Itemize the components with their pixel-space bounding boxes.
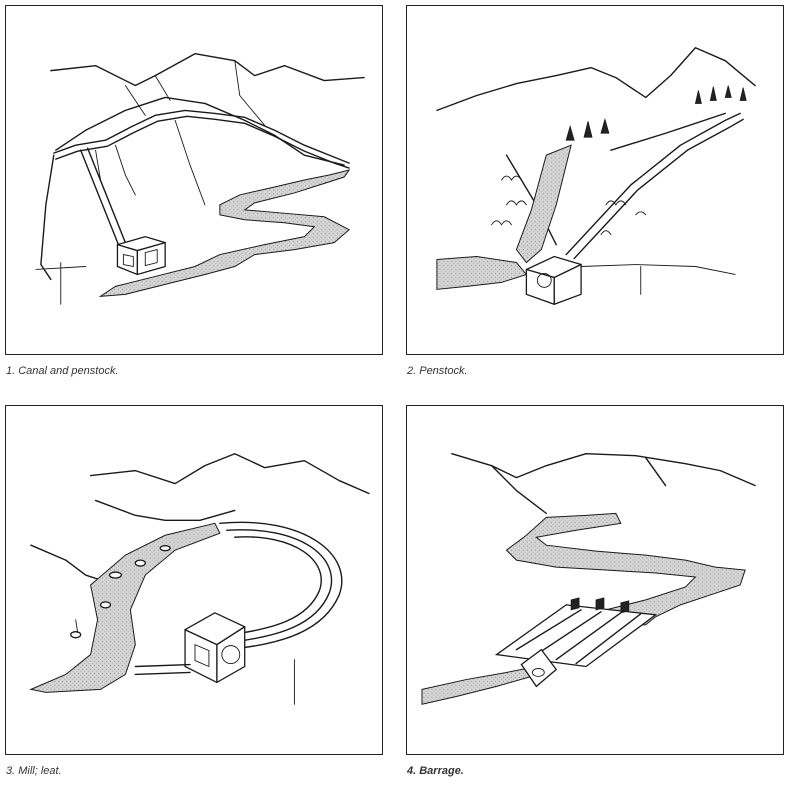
mountain-ridge	[50, 53, 365, 87]
mill-leat-illustration	[29, 453, 370, 705]
river	[29, 522, 221, 693]
leat	[219, 521, 343, 651]
mountain-ridge	[436, 47, 756, 112]
downstream-channel	[421, 665, 538, 705]
figure-caption: 4. Barrage.	[407, 765, 464, 777]
vegetation	[491, 175, 647, 236]
barrage-dam	[494, 597, 658, 688]
mountain-ridge	[89, 453, 370, 495]
canal	[53, 109, 350, 164]
stream	[515, 144, 572, 264]
powerhouse	[116, 236, 166, 276]
rocks	[70, 545, 171, 639]
mountain-ridge-near	[55, 96, 345, 166]
river	[505, 512, 746, 628]
penstock-illustration	[436, 47, 756, 305]
powerhouse	[525, 255, 582, 305]
tailrace	[134, 663, 191, 676]
mountain-ridge	[451, 453, 756, 487]
river	[98, 169, 351, 297]
tree-line	[565, 85, 747, 141]
penstock	[79, 147, 129, 251]
figure-penstock	[406, 5, 784, 355]
figure-caption: 2. Penstock.	[407, 365, 468, 377]
mill-building	[184, 612, 246, 684]
barrage-illustration	[421, 453, 756, 705]
figure-caption: 1. Canal and penstock.	[6, 365, 119, 377]
figure-canal-and-penstock	[5, 5, 383, 355]
figure-barrage	[406, 405, 784, 755]
figure-mill-leat	[5, 405, 383, 755]
penstock	[565, 112, 744, 260]
figure-caption: 3. Mill; leat.	[6, 765, 62, 777]
canal-and-penstock-illustration	[35, 53, 365, 305]
river	[436, 256, 528, 290]
